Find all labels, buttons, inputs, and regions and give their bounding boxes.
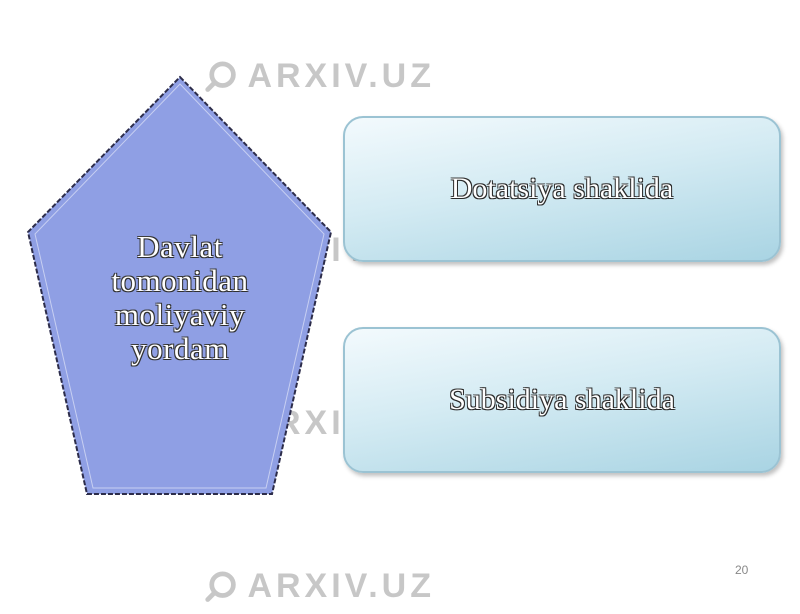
dotatsiya-label: Dotatsiya shaklida	[450, 172, 674, 205]
watermark: ARXIV.UZ	[205, 558, 435, 614]
watermark-text: ARXIV.UZ	[247, 56, 435, 95]
magnifier-logo-icon	[205, 571, 236, 602]
magnifier-logo-icon	[205, 408, 236, 439]
subsidiya-box: Subsidiya shaklida	[343, 327, 781, 473]
slide: ARXIV.UZ ARXIV.UZ ARXIV.UZ ARXIV.UZ Davl…	[26, 48, 781, 605]
pentagon-line: Davlat	[137, 229, 223, 264]
pentagon-line: tomonidan	[111, 263, 249, 299]
magnifier-logo-icon	[205, 61, 236, 92]
page-number: 20	[735, 563, 749, 577]
subsidiya-label: Subsidiya shaklida	[449, 383, 675, 416]
pentagon-line: moliyaviy	[114, 297, 246, 333]
watermark: ARXIV.UZ	[205, 48, 435, 104]
pentagon-label: Davlat tomonidan moliyaviy yordam	[60, 229, 300, 367]
dotatsiya-box: Dotatsiya shaklida	[343, 116, 781, 262]
watermark-text: ARXIV.UZ	[247, 566, 435, 605]
pentagon-line: yordam	[131, 331, 229, 367]
